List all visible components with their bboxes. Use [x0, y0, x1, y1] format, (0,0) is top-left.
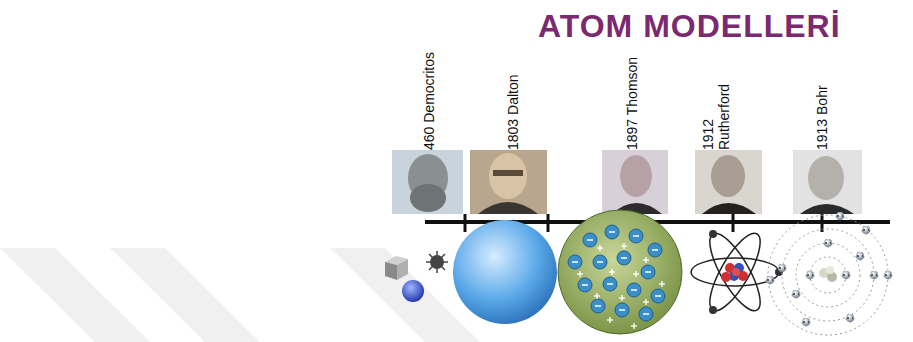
year-scientist-label: 1897 Thomson	[624, 57, 640, 150]
year-scientist-label: 1912 Rutherford	[700, 70, 732, 150]
thomson-model	[558, 210, 682, 334]
title: ATOM MODELLERİ	[538, 8, 841, 45]
year-scientist-label: 460 Democritos	[421, 52, 437, 150]
portraits	[392, 150, 862, 214]
year-scientist-label: 1803 Dalton	[505, 74, 521, 150]
dalton-sphere	[453, 220, 557, 324]
democritos-model	[385, 251, 448, 302]
watermark-bands	[0, 248, 480, 342]
bohr-model	[766, 212, 892, 335]
rutherford-model	[691, 227, 783, 317]
year-scientist-label: 1913 Bohr	[814, 85, 830, 150]
